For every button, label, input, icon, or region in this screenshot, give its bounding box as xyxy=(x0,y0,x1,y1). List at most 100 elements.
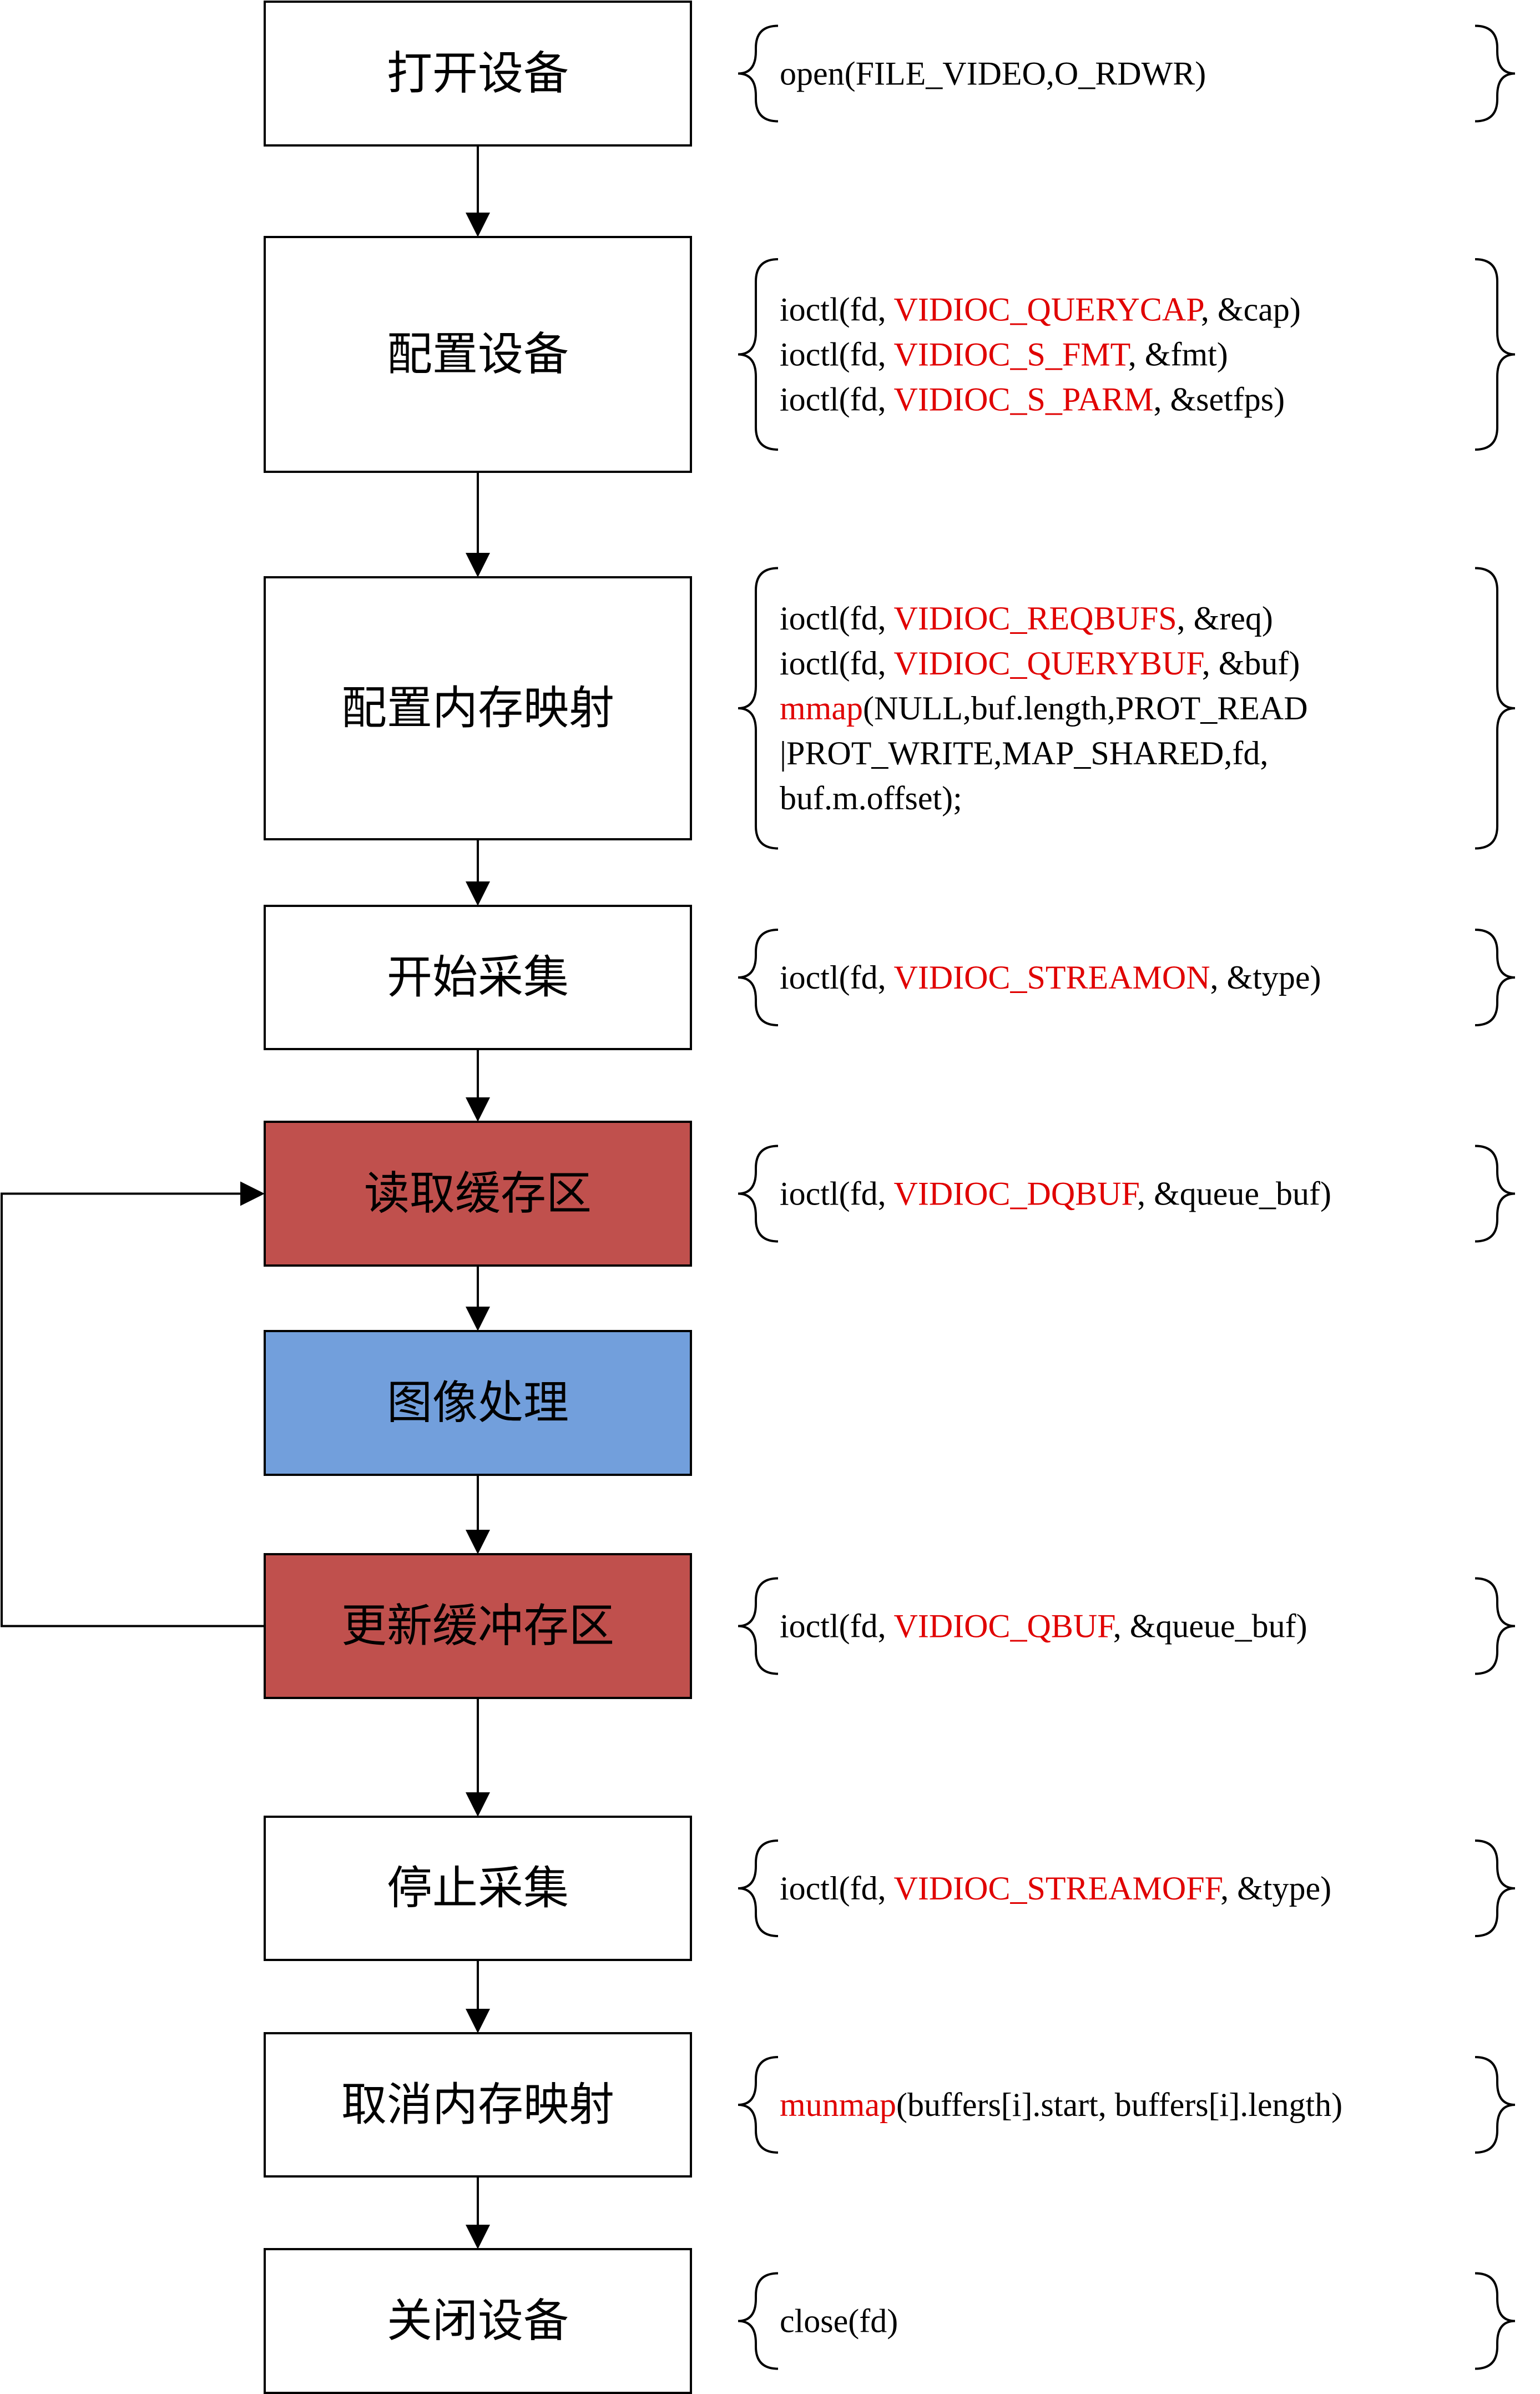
left-brace xyxy=(738,2056,779,2154)
code-line: ioctl(fd, VIDIOC_DQBUF, &queue_buf) xyxy=(780,1176,1331,1212)
code-text: buf.m.offset); xyxy=(780,780,962,817)
right-brace xyxy=(1475,2056,1516,2154)
code-keyword: VIDIOC_QBUF xyxy=(894,1608,1115,1645)
code-line: ioctl(fd, VIDIOC_STREAMOFF, &type) xyxy=(780,1870,1331,1907)
code-block-10: close(fd) xyxy=(738,2272,1516,2370)
right-brace xyxy=(1475,1145,1516,1243)
loop-back-line xyxy=(1,1192,265,1627)
connectors xyxy=(1,145,490,2249)
step-box xyxy=(264,1330,692,1476)
left-brace xyxy=(738,1145,779,1243)
code-line: ioctl(fd, VIDIOC_S_PARM, &setfps) xyxy=(780,381,1285,418)
code-keyword: mmap xyxy=(780,690,863,727)
flow-arrow-head xyxy=(466,881,490,906)
flow-arrow-head xyxy=(466,1097,490,1122)
code-keyword: VIDIOC_STREAMON xyxy=(894,959,1210,996)
code-text: ioctl(fd, xyxy=(780,1176,894,1212)
step-box xyxy=(264,1816,692,1961)
step-label: 配置设备 xyxy=(387,328,569,381)
code-text: , &type) xyxy=(1220,1870,1331,1907)
code-text: ioctl(fd, xyxy=(780,959,894,996)
code-keyword: VIDIOC_STREAMOFF xyxy=(894,1870,1223,1907)
left-brace xyxy=(738,24,779,123)
loop-back-arrow-head xyxy=(240,1181,265,1206)
flow-arrow-head xyxy=(466,2225,490,2249)
left-brace xyxy=(738,1577,779,1675)
step-label: 开始采集 xyxy=(387,951,569,1004)
step-label: 更新缓冲存区 xyxy=(341,1600,614,1652)
flow-arrow-head xyxy=(466,553,490,577)
code-text: ioctl(fd, xyxy=(780,336,894,373)
step-label: 配置内存映射 xyxy=(341,682,614,735)
step-7: 更新缓冲存区 xyxy=(264,1553,692,1699)
flow-arrow-head xyxy=(466,213,490,237)
code-keyword: VIDIOC_S_FMT xyxy=(894,336,1130,373)
code-text: ioctl(fd, xyxy=(780,1870,894,1907)
code-line: close(fd) xyxy=(780,2303,898,2340)
code-text: , &queue_buf) xyxy=(1137,1176,1331,1212)
code-text: , &buf) xyxy=(1202,645,1300,682)
code-block-5: ioctl(fd, VIDIOC_DQBUF, &queue_buf) xyxy=(738,1145,1516,1243)
code-keyword: VIDIOC_REQBUFS xyxy=(894,600,1177,637)
code-line: ioctl(fd, VIDIOC_REQBUFS, &req) xyxy=(780,600,1273,637)
flow-arrow-head xyxy=(466,1530,490,1554)
right-brace xyxy=(1475,24,1516,123)
code-line: ioctl(fd, VIDIOC_S_FMT, &fmt) xyxy=(780,336,1228,373)
step-4: 开始采集 xyxy=(264,905,692,1050)
code-keyword: VIDIOC_QUERYBUF xyxy=(894,645,1204,682)
flow-arrow-head xyxy=(466,2009,490,2033)
right-brace xyxy=(1475,2272,1516,2370)
code-line: ioctl(fd, VIDIOC_QUERYCAP, &cap) xyxy=(780,291,1301,328)
code-keyword: VIDIOC_DQBUF xyxy=(894,1176,1139,1212)
step-label: 停止采集 xyxy=(387,1862,569,1915)
code-text: , &queue_buf) xyxy=(1113,1608,1307,1645)
code-text: ioctl(fd, xyxy=(780,381,894,418)
right-brace xyxy=(1475,258,1516,451)
right-brace xyxy=(1475,929,1516,1026)
code-line: open(FILE_VIDEO,O_RDWR) xyxy=(780,56,1206,92)
code-text: (NULL,buf.length,PROT_READ xyxy=(863,690,1308,727)
code-text: (buffers[i].start, buffers[i].length) xyxy=(896,2086,1342,2123)
code-line: mmap(NULL,buf.length,PROT_READ xyxy=(780,690,1308,727)
step-3: 配置内存映射 xyxy=(264,576,692,840)
left-brace xyxy=(738,2272,779,2370)
step-box xyxy=(264,1553,692,1699)
step-box xyxy=(264,576,692,840)
code-block-2: ioctl(fd, VIDIOC_QUERYCAP, &cap)ioctl(fd… xyxy=(738,258,1516,451)
code-block-8: ioctl(fd, VIDIOC_STREAMOFF, &type) xyxy=(738,1839,1516,1937)
code-text: , &req) xyxy=(1177,600,1273,637)
code-text: open(FILE_VIDEO,O_RDWR) xyxy=(780,56,1206,92)
code-block-3: ioctl(fd, VIDIOC_REQBUFS, &req)ioctl(fd,… xyxy=(738,567,1516,850)
step-box xyxy=(264,905,692,1050)
step-label: 取消内存映射 xyxy=(341,2079,614,2131)
left-brace xyxy=(738,929,779,1026)
right-brace xyxy=(1475,1577,1516,1675)
step-box xyxy=(264,2248,692,2394)
step-box xyxy=(264,1,692,147)
code-annotations: open(FILE_VIDEO,O_RDWR) ioctl(fd, VIDIOC_… xyxy=(738,24,1516,2370)
code-text: |PROT_WRITE,MAP_SHARED,fd, xyxy=(780,735,1268,772)
code-text: close(fd) xyxy=(780,2303,898,2340)
step-box xyxy=(264,2032,692,2178)
step-8: 停止采集 xyxy=(264,1816,692,1961)
code-keyword: munmap xyxy=(780,2086,896,2123)
step-box xyxy=(264,236,692,473)
step-5: 读取缓存区 xyxy=(264,1121,692,1267)
left-brace xyxy=(738,258,779,451)
code-text: ioctl(fd, xyxy=(780,645,894,682)
step-box xyxy=(264,1121,692,1267)
code-keyword: VIDIOC_QUERYCAP xyxy=(894,291,1204,328)
step-6: 图像处理 xyxy=(264,1330,692,1476)
right-brace xyxy=(1475,1839,1516,1937)
code-line: munmap(buffers[i].start, buffers[i].leng… xyxy=(780,2086,1342,2123)
code-block-9: munmap(buffers[i].start, buffers[i].leng… xyxy=(738,2056,1516,2154)
code-block-1: open(FILE_VIDEO,O_RDWR) xyxy=(738,24,1516,123)
step-label: 图像处理 xyxy=(387,1377,569,1429)
code-text: , &type) xyxy=(1210,959,1321,996)
left-brace xyxy=(738,1839,779,1937)
flow-arrow-head xyxy=(466,1307,490,1331)
code-line: ioctl(fd, VIDIOC_QBUF, &queue_buf) xyxy=(780,1608,1307,1645)
step-1: 打开设备 xyxy=(264,1,692,147)
code-text: ioctl(fd, xyxy=(780,291,894,328)
